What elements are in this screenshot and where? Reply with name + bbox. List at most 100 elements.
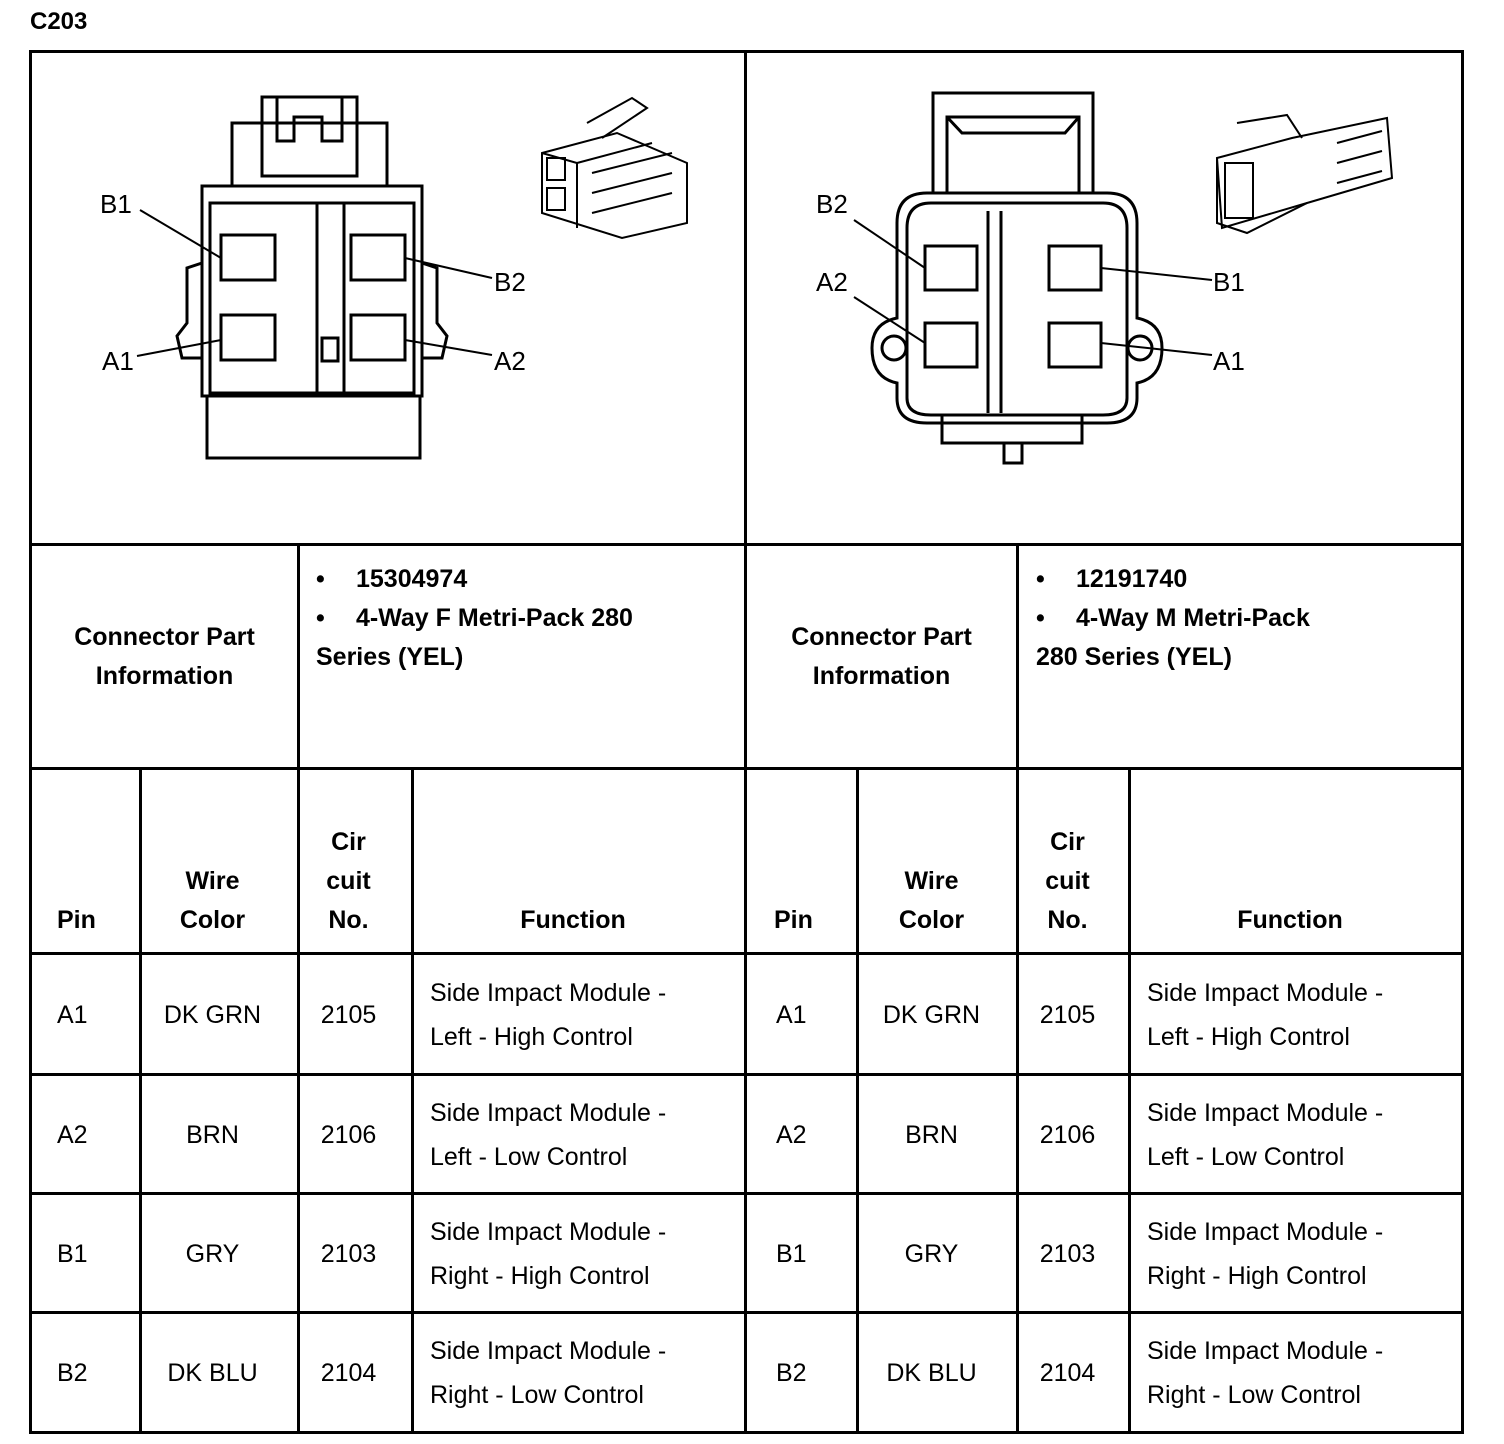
wire-color-cell: GRY [185,1240,240,1268]
wire-color-cell: DK BLU [167,1359,258,1387]
pin-cell: A1 [776,1001,807,1029]
pin-cell: B1 [776,1240,807,1268]
circuit-cell: 2103 [1039,1240,1096,1268]
header-line: No. [1047,906,1088,934]
header-line: Cir [1050,828,1085,856]
function-line-1: Side Impact Module - [430,1218,667,1246]
pin-cell: A2 [57,1121,88,1149]
pin-label-b1: B1 [100,189,132,219]
connector-part-info-label: Connector Part Information [747,618,1016,696]
part-label-line: Information [812,662,951,690]
function-line-2: Left - Low Control [1147,1143,1345,1171]
pin-cell: B2 [776,1359,807,1387]
part-number: • 15304974 [316,560,736,599]
part-number: • 12191740 [1036,560,1456,599]
pin-label-a1: A1 [102,346,134,376]
header-pin: Pin [774,906,813,934]
part-info-divider-right [1016,543,1019,1434]
function-line-2: Right - High Control [1147,1262,1367,1290]
part-label-line: Connector Part [74,623,255,651]
pin-label-b1-right: B1 [1213,267,1245,297]
function-line-2: Left - High Control [1147,1023,1350,1051]
function-line-1: Side Impact Module - [1147,1099,1384,1127]
header-circuit-no: Cir cuit No. [1019,823,1116,940]
part-description-value: 4-Way F Metri-Pack 280 [356,604,633,632]
header-line: Wire [904,867,959,895]
female-connector-diagram [136,95,688,460]
bullet-icon: • [1036,565,1045,593]
function-line-2: Left - High Control [430,1023,633,1051]
wire-color-cell: BRN [186,1121,239,1149]
part-number-value: 15304974 [356,565,468,593]
pin-cell: B2 [57,1359,88,1387]
part-description-cont: Series (YEL) [316,643,464,671]
col-divider [411,767,414,1434]
part-info-bottom-line [29,767,1464,770]
circuit-cell: 2105 [1039,1001,1096,1029]
function-line-1: Side Impact Module - [1147,1337,1384,1365]
bullet-icon: • [316,565,325,593]
col-divider [856,767,859,1434]
row-divider [29,1192,1464,1195]
pin-label-b2: B2 [494,267,526,297]
circuit-cell: 2104 [1039,1359,1096,1387]
circuit-cell: 2103 [320,1240,377,1268]
bullet-icon: • [316,604,325,632]
header-line: Cir [331,828,366,856]
function-line-1: Side Impact Module - [1147,979,1384,1007]
function-line-1: Side Impact Module - [430,979,667,1007]
header-function: Function [520,906,626,934]
header-line: cuit [326,867,371,895]
diagram-bottom-line [29,543,1464,546]
pin-label-b2-right: B2 [816,189,848,219]
function-line-1: Side Impact Module - [430,1099,667,1127]
pin-label-a1-right: A1 [1213,346,1245,376]
connector-part-info-values: • 15304974 • 4-Way F Metri-Pack 280 Series… [316,560,736,677]
col-divider [139,767,142,1434]
center-divider [744,50,747,1434]
header-line: Color [898,906,965,934]
function-line-1: Side Impact Module - [430,1337,667,1365]
header-line: cuit [1045,867,1090,895]
part-label-line: Information [95,662,234,690]
function-line-2: Left - Low Control [430,1143,628,1171]
header-line: Wire [185,867,240,895]
circuit-cell: 2106 [320,1121,377,1149]
wire-color-cell: DK GRN [882,1001,981,1029]
wire-color-cell: BRN [905,1121,958,1149]
page-title: C203 [30,8,88,35]
header-circuit-no: Cir cuit No. [300,823,397,940]
header-line: No. [328,906,369,934]
part-description-value: 4-Way M Metri-Pack [1076,604,1310,632]
connector-part-info-values: • 12191740 • 4-Way M Metri-Pack 280 Series… [1036,560,1456,677]
header-function: Function [1237,906,1343,934]
header-wire-color: Wire Color [142,862,283,940]
col-divider [1128,767,1131,1434]
wire-color-cell: DK BLU [886,1359,977,1387]
function-line-2: Right - High Control [430,1262,650,1290]
circuit-cell: 2104 [320,1359,377,1387]
function-line-2: Right - Low Control [1147,1381,1361,1409]
part-description: • 4-Way F Metri-Pack 280 [316,599,736,638]
part-description-cont: 280 Series (YEL) [1036,643,1232,671]
part-number-value: 12191740 [1076,565,1188,593]
pin-label-a2-right: A2 [816,267,848,297]
function-line-2: Right - Low Control [430,1381,644,1409]
bullet-icon: • [1036,604,1045,632]
pin-cell: A2 [776,1121,807,1149]
pin-cell: B1 [57,1240,88,1268]
part-label-line: Connector Part [791,623,972,651]
part-info-divider-left [297,543,300,1434]
pin-cell: A1 [57,1001,88,1029]
circuit-cell: 2105 [320,1001,377,1029]
male-connector-diagram [853,91,1394,465]
part-description: • 4-Way M Metri-Pack [1036,599,1456,638]
wire-color-cell: GRY [904,1240,959,1268]
header-wire-color: Wire Color [859,862,1004,940]
header-bottom-line [29,952,1464,955]
header-line: Color [179,906,246,934]
circuit-cell: 2106 [1039,1121,1096,1149]
wire-color-cell: DK GRN [163,1001,262,1029]
row-divider [29,1073,1464,1076]
pin-label-a2: A2 [494,346,526,376]
